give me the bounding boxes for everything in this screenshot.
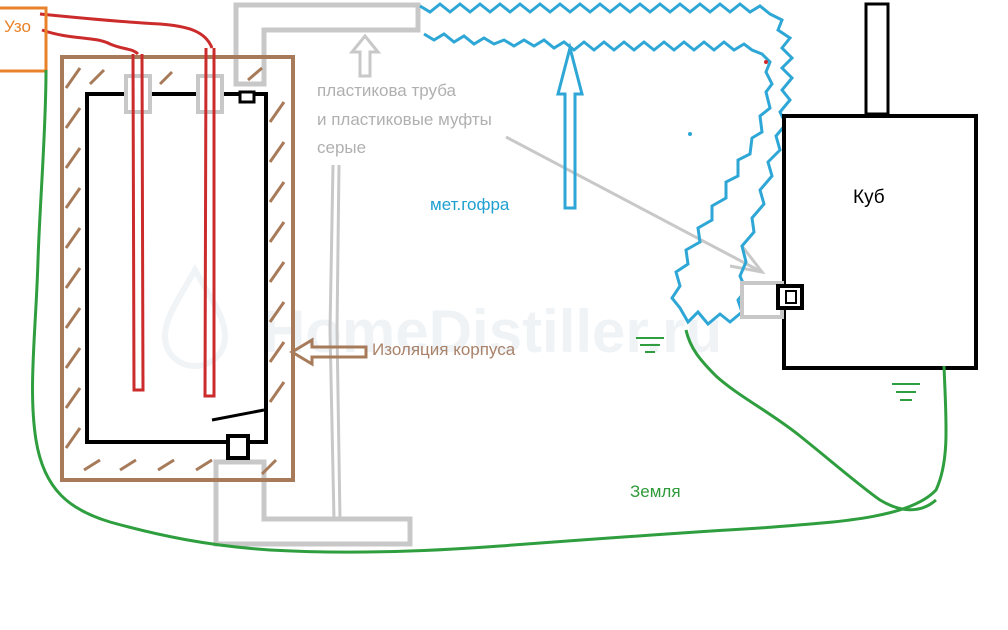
tank-inner-mark [211, 408, 265, 422]
red-dot [764, 60, 768, 64]
watermark-drop-icon [161, 263, 229, 370]
uzo-box [0, 6, 48, 73]
red-wire-mid [41, 28, 140, 56]
heater-coupling-right [196, 74, 224, 114]
insulation-frame [60, 55, 295, 482]
kub-gray-coupling [740, 281, 784, 319]
kub-chimney [864, 2, 890, 116]
kub-body [782, 114, 978, 370]
hose-up-arrow [556, 42, 584, 210]
pipe-label-line1: пластикова труба [317, 81, 457, 100]
ground-symbol-left [636, 337, 664, 353]
ground-wire [31, 69, 948, 554]
kub-label: Куб [853, 187, 885, 208]
pipe-pointer-head [729, 245, 766, 275]
insulation-hatching [64, 66, 286, 476]
pipe-pointer-line [505, 135, 759, 272]
red-wire-top [39, 12, 214, 49]
pipe-up-arrow [348, 33, 382, 78]
metal-hose [419, 2, 795, 327]
kub-black-fitting-inner [785, 290, 797, 304]
inner-tank [85, 92, 268, 444]
heater-left [131, 53, 145, 392]
plastic-pipe-upper [233, 2, 421, 87]
tank-bottom-fitting [226, 434, 250, 460]
insulation-arrow [289, 337, 368, 367]
pipe-label-line3: серые [317, 138, 366, 157]
pipe-label-line2: и пластиковые муфты [317, 110, 492, 129]
heater-wires [39, 12, 216, 398]
ground-wire-branch [684, 329, 937, 512]
heater-coupling-left [124, 74, 152, 114]
uzo-label: Узо [4, 17, 31, 36]
plastic-pipe-lower [213, 459, 413, 547]
insulation-label: Изоляция корпуса [372, 340, 516, 359]
pipe-pointer-arrow [505, 135, 766, 275]
gray-rod [328, 164, 342, 521]
ground-label: Земля [630, 482, 681, 501]
blue-dot [688, 132, 692, 136]
gofra-label: мет.гофра [430, 195, 510, 214]
heater-right [203, 47, 216, 398]
tank-top-fitting [238, 90, 256, 104]
ground-symbol-right [892, 383, 920, 401]
